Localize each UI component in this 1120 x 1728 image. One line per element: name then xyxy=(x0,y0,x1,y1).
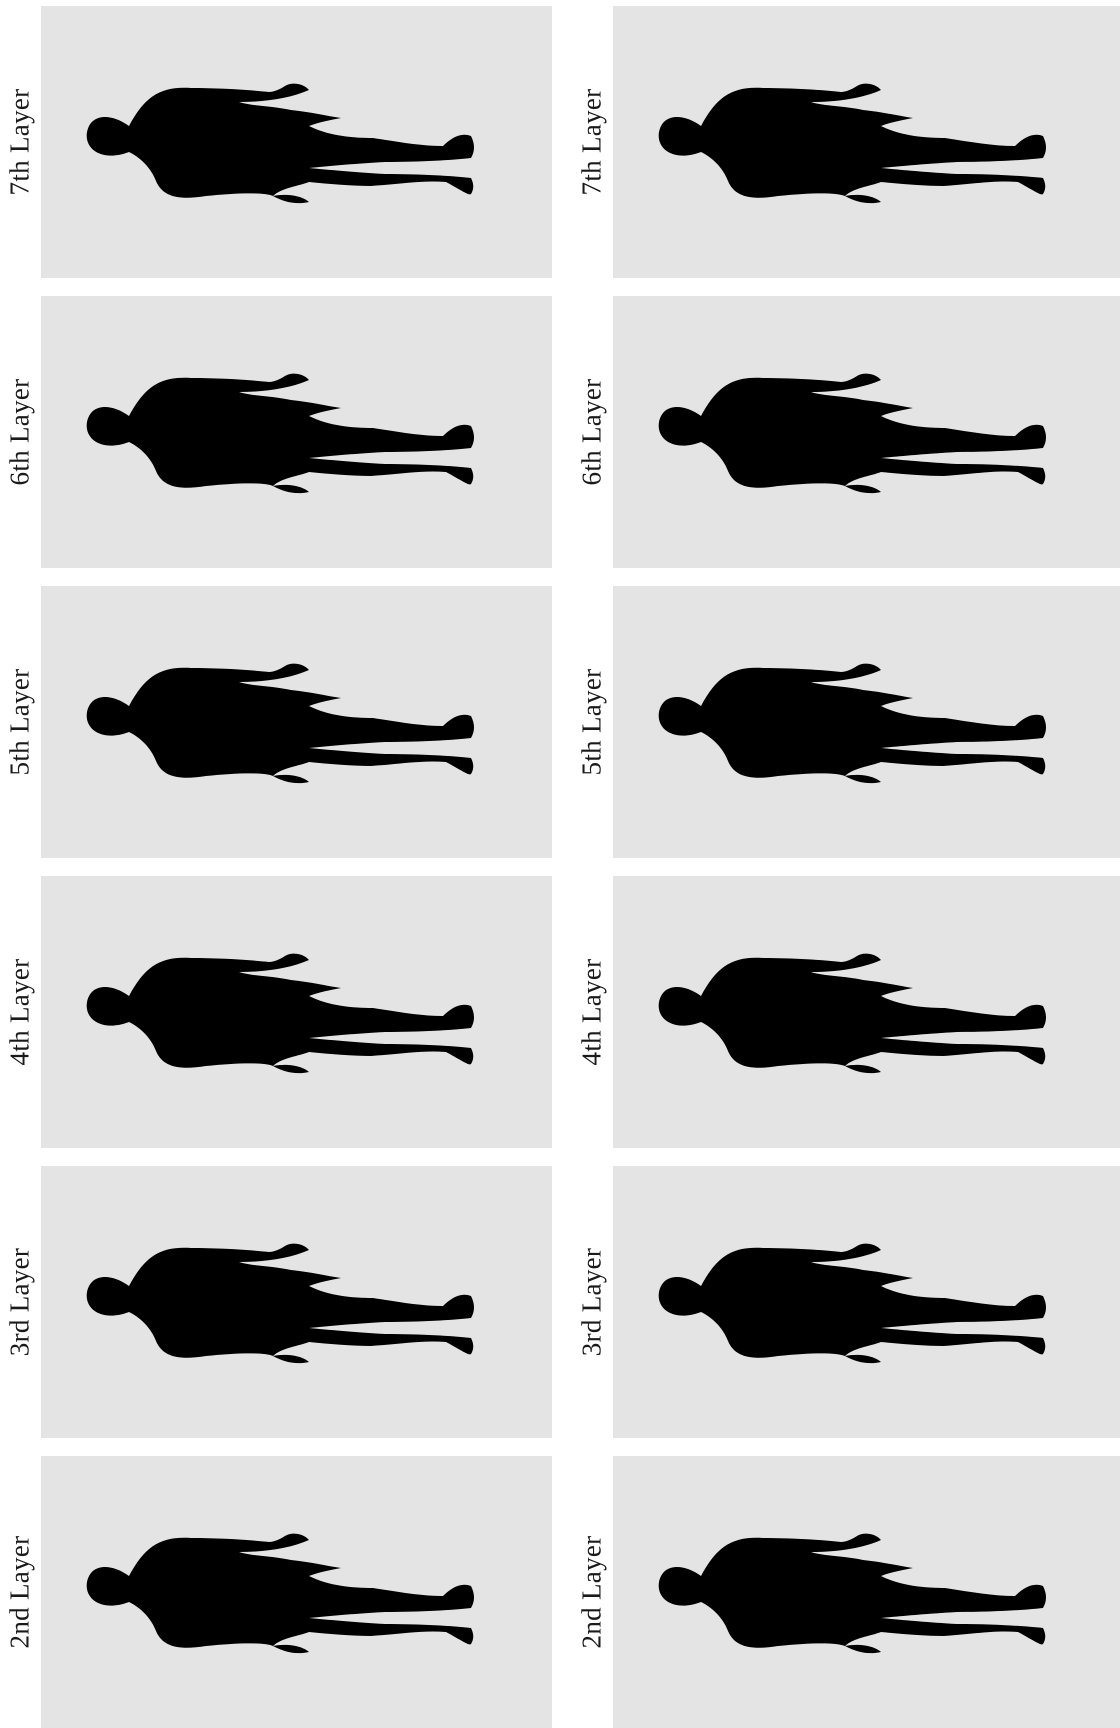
body-outline-icon xyxy=(613,296,1120,568)
body-map-panel[interactable] xyxy=(41,1456,552,1728)
layer-label: 7th Layer xyxy=(572,6,612,278)
body-map-panel[interactable] xyxy=(613,6,1120,278)
body-map-panel[interactable] xyxy=(41,586,552,858)
layer-column-right: 7th Layer 6th Layer 5th Layer 4th Layer … xyxy=(572,0,1120,1724)
body-map-panel[interactable] xyxy=(613,876,1120,1148)
body-outline-icon xyxy=(613,876,1120,1148)
body-outline-icon xyxy=(613,1456,1120,1728)
body-outline-icon xyxy=(41,296,552,568)
layer-label: 4th Layer xyxy=(572,876,612,1148)
layer-label: 3rd Layer xyxy=(0,1166,40,1438)
body-outline-icon xyxy=(613,586,1120,858)
body-outline-icon xyxy=(41,6,552,278)
layer-label: 5th Layer xyxy=(0,586,40,858)
body-outline-icon xyxy=(613,6,1120,278)
body-map-panel[interactable] xyxy=(613,296,1120,568)
layer-label: 6th Layer xyxy=(572,296,612,568)
body-outline-icon xyxy=(41,876,552,1148)
body-map-panel[interactable] xyxy=(41,1166,552,1438)
body-outline-icon xyxy=(41,586,552,858)
layer-label: 5th Layer xyxy=(572,586,612,858)
layer-label: 2nd Layer xyxy=(572,1456,612,1728)
body-map-panel[interactable] xyxy=(41,876,552,1148)
body-map-panel[interactable] xyxy=(41,296,552,568)
layer-label: 7th Layer xyxy=(0,6,40,278)
body-outline-icon xyxy=(41,1456,552,1728)
body-map-panel[interactable] xyxy=(41,6,552,278)
layer-column-left: 7th Layer 6th Layer 5th Layer 4th Layer … xyxy=(0,0,560,1724)
layer-label: 2nd Layer xyxy=(0,1456,40,1728)
layer-label: 4th Layer xyxy=(0,876,40,1148)
body-map-panel[interactable] xyxy=(613,1456,1120,1728)
body-map-panel[interactable] xyxy=(613,586,1120,858)
layer-label: 6th Layer xyxy=(0,296,40,568)
body-outline-icon xyxy=(613,1166,1120,1438)
body-map-panel[interactable] xyxy=(613,1166,1120,1438)
layer-label: 3rd Layer xyxy=(572,1166,612,1438)
body-outline-icon xyxy=(41,1166,552,1438)
